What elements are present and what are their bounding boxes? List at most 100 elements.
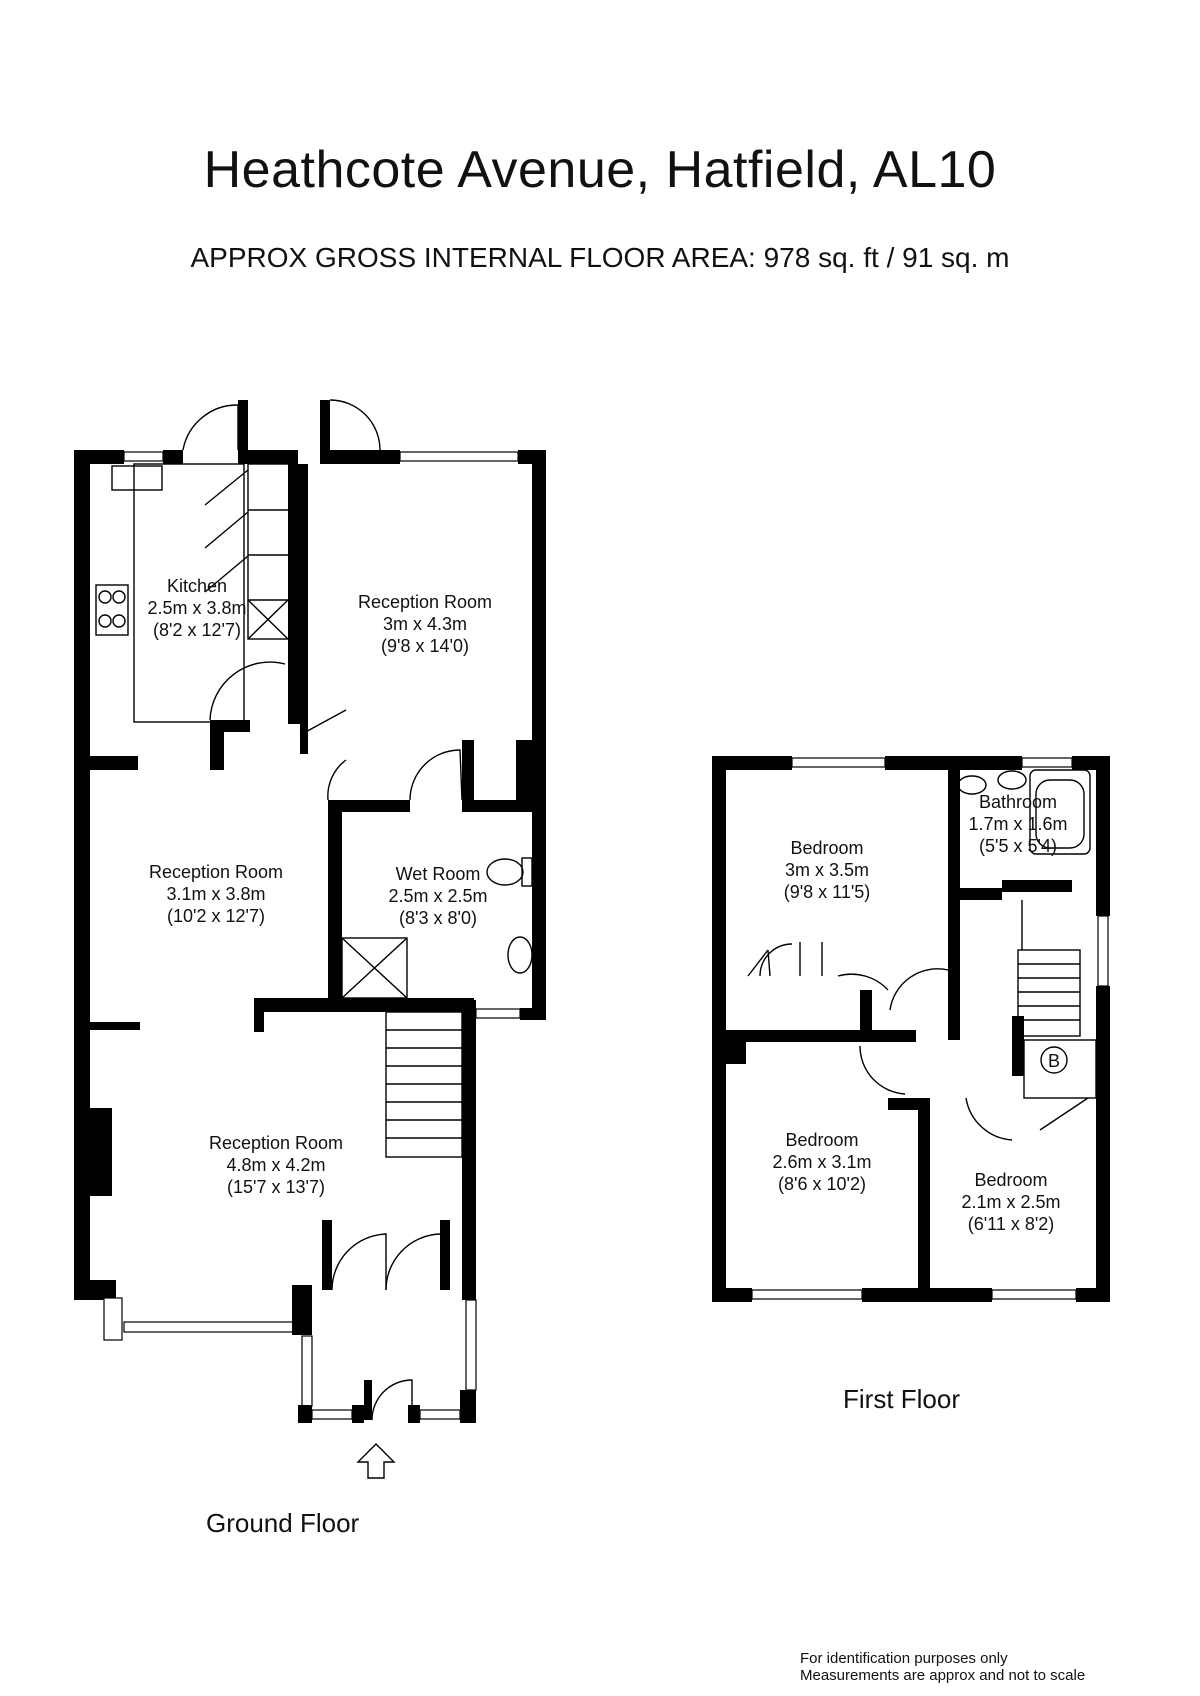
- wall: [1076, 1288, 1110, 1302]
- door-swing: [965, 1097, 1013, 1141]
- wall: [320, 450, 400, 464]
- bedroom-1-metric: 3m x 3.5m: [785, 860, 869, 880]
- reception-rear-name: Reception Room: [358, 592, 492, 612]
- wall: [74, 450, 90, 1300]
- first-floor-plan: B Bedroom 3m x 3.5m (9'8 x 11'5) Bathroo…: [712, 756, 1110, 1302]
- wall: [1096, 756, 1110, 916]
- disclaimer-line-1: For identification purposes only: [800, 1650, 1008, 1667]
- wall: [520, 1008, 546, 1020]
- wall: [960, 888, 1002, 900]
- door-swing: [327, 759, 347, 801]
- reception-mid-metric: 3.1m x 3.8m: [166, 884, 265, 904]
- wall: [726, 1030, 916, 1042]
- wall: [712, 756, 726, 1301]
- wall: [210, 720, 250, 732]
- door-swing: [837, 973, 889, 991]
- wall: [364, 1380, 372, 1420]
- kitchen-worktop: [133, 463, 245, 723]
- window: [301, 1335, 313, 1407]
- wet-room-metric: 2.5m x 2.5m: [388, 886, 487, 906]
- door-swing: [209, 661, 286, 721]
- bath-icon: [1029, 769, 1091, 855]
- wall: [1002, 880, 1072, 892]
- wall: [885, 756, 1022, 770]
- wall: [88, 1022, 140, 1030]
- door-swing: [859, 1045, 906, 1095]
- wall: [462, 800, 532, 812]
- wall: [948, 770, 960, 1040]
- wall: [238, 450, 298, 464]
- window: [991, 1289, 1077, 1300]
- window: [123, 451, 164, 462]
- wall: [462, 1000, 476, 1300]
- wall: [292, 1285, 312, 1335]
- toilet-icon: [486, 858, 524, 886]
- bedroom-1-imperial: (9'8 x 11'5): [784, 882, 871, 902]
- bedroom-3-metric: 2.1m x 2.5m: [961, 1192, 1060, 1212]
- wall: [532, 450, 546, 1010]
- wall: [860, 990, 872, 1030]
- toilet-icon: [957, 775, 987, 795]
- kitchen-imperial: (8'2 x 12'7): [153, 620, 241, 640]
- wall: [726, 1030, 746, 1064]
- window: [103, 1297, 123, 1341]
- reception-front-imperial: (15'7 x 13'7): [227, 1177, 325, 1197]
- wall: [712, 1288, 752, 1302]
- wall: [712, 756, 792, 770]
- wet-room-name: Wet Room: [396, 864, 481, 884]
- wall: [516, 740, 532, 800]
- wall: [1012, 1016, 1024, 1076]
- door-swing: [182, 404, 239, 451]
- wet-room-imperial: (8'3 x 8'0): [399, 908, 477, 928]
- reception-mid-name: Reception Room: [149, 862, 283, 882]
- wall: [254, 998, 474, 1012]
- wall: [1096, 986, 1110, 1301]
- reception-mid-imperial: (10'2 x 12'7): [167, 906, 265, 926]
- door-swing: [409, 749, 463, 801]
- bedroom-2-metric: 2.6m x 3.1m: [772, 1152, 871, 1172]
- door-leaf: [299, 709, 347, 736]
- wall: [74, 1280, 116, 1300]
- wall: [288, 464, 300, 724]
- wall: [238, 400, 248, 464]
- window: [475, 1008, 521, 1019]
- bedroom-3-imperial: (6'11 x 8'2): [968, 1214, 1055, 1234]
- wall: [322, 1220, 332, 1290]
- window: [751, 1289, 863, 1300]
- staircase: [1017, 900, 1081, 1037]
- boiler-symbol: B: [1048, 1051, 1060, 1071]
- wall: [320, 400, 330, 464]
- window: [1021, 757, 1073, 768]
- entrance-arrow-icon: [356, 1443, 396, 1479]
- bedroom-3-name: Bedroom: [974, 1170, 1047, 1190]
- door-swing: [331, 1233, 387, 1291]
- reception-rear-metric: 3m x 4.3m: [383, 614, 467, 634]
- cupboards: [247, 463, 297, 640]
- staircase: [385, 1011, 463, 1158]
- wall: [342, 800, 410, 812]
- boiler-cupboard: [1023, 1039, 1097, 1099]
- disclaimer-line-2: Measurements are approx and not to scale: [800, 1667, 1086, 1684]
- bathroom-imperial: (5'5 x 5'4): [979, 836, 1057, 856]
- wall: [298, 1405, 312, 1423]
- boiler-icon: [1040, 1046, 1068, 1074]
- wall: [918, 1104, 930, 1290]
- disclaimer: For identification purposes only Measure…: [800, 1650, 1085, 1684]
- page-title: Heathcote Avenue, Hatfield, AL10: [203, 141, 997, 199]
- wall: [300, 464, 308, 754]
- door-swing: [329, 399, 381, 451]
- reception-front-name: Reception Room: [209, 1133, 343, 1153]
- reception-rear-imperial: (9'8 x 14'0): [381, 636, 469, 656]
- wall: [462, 740, 474, 812]
- first-floor-label: First Floor: [843, 1384, 960, 1414]
- wall: [460, 1390, 476, 1423]
- window: [311, 1409, 353, 1420]
- window: [465, 1299, 477, 1391]
- door-swing: [371, 1379, 413, 1421]
- hob-icon: [95, 584, 129, 636]
- window: [123, 1321, 295, 1333]
- kitchen-metric: 2.5m x 3.8m: [147, 598, 246, 618]
- bathroom-metric: 1.7m x 1.6m: [968, 814, 1067, 834]
- wall: [254, 998, 264, 1032]
